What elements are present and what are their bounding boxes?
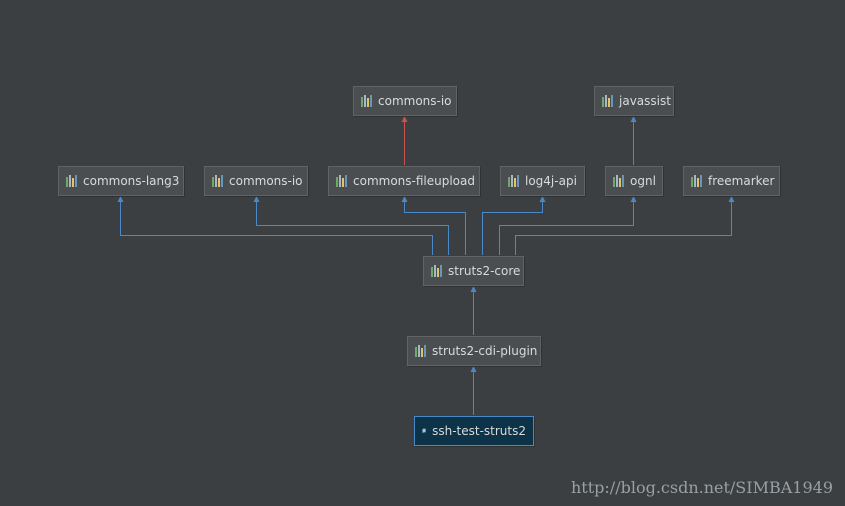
library-icon	[336, 175, 348, 187]
module-icon: m	[422, 428, 426, 434]
edge-core-to-fileupload	[404, 197, 466, 255]
node-javassist[interactable]: javassist	[594, 86, 674, 116]
arrowhead-core	[470, 286, 477, 292]
library-icon	[66, 175, 78, 187]
node-struts2-core[interactable]: struts2-core	[423, 256, 524, 286]
node-ssh-test-struts2[interactable]: m ssh-test-struts2	[414, 416, 534, 446]
edge-core-to-lang3	[120, 197, 433, 255]
node-label: ognl	[630, 174, 656, 188]
arrowhead-lang3	[117, 196, 124, 202]
node-label: struts2-cdi-plugin	[432, 344, 538, 358]
node-label: commons-io	[378, 94, 452, 108]
node-label: commons-fileupload	[353, 174, 475, 188]
arrowhead-freemarker	[728, 196, 735, 202]
node-label: javassist	[619, 94, 671, 108]
library-icon	[415, 345, 427, 357]
node-label: ssh-test-struts2	[432, 424, 526, 438]
watermark: http://blog.csdn.net/SIMBA1949	[571, 478, 833, 497]
node-commons-fileupload[interactable]: commons-fileupload	[328, 166, 480, 196]
edge-core-to-io	[256, 197, 449, 255]
arrowhead-io-conflict	[401, 116, 408, 122]
arrowhead-io	[253, 196, 260, 202]
svg-text:m: m	[423, 430, 426, 434]
library-icon	[613, 175, 625, 187]
library-icon	[361, 95, 373, 107]
node-label: freemarker	[708, 174, 775, 188]
node-label: log4j-api	[525, 174, 577, 188]
library-icon	[212, 175, 224, 187]
arrowhead-javassist	[630, 116, 637, 122]
library-icon	[508, 175, 520, 187]
node-commons-lang3[interactable]: commons-lang3	[58, 166, 184, 196]
node-log4j-api[interactable]: log4j-api	[500, 166, 585, 196]
edge-core-to-freemarker	[515, 197, 732, 255]
node-ognl[interactable]: ognl	[605, 166, 663, 196]
node-commons-io-top[interactable]: commons-io	[353, 86, 457, 116]
arrowhead-ognl	[630, 196, 637, 202]
node-freemarker[interactable]: freemarker	[683, 166, 780, 196]
node-label: commons-lang3	[83, 174, 180, 188]
arrowhead-log4j	[539, 196, 546, 202]
edge-core-to-ognl	[499, 197, 634, 255]
node-struts2-cdi-plugin[interactable]: struts2-cdi-plugin	[407, 336, 541, 366]
edge-core-to-log4j	[482, 197, 543, 255]
library-icon	[431, 265, 443, 277]
node-commons-io[interactable]: commons-io	[204, 166, 308, 196]
arrowhead-cdi	[470, 366, 477, 372]
library-icon	[602, 95, 614, 107]
node-label: struts2-core	[448, 264, 521, 278]
node-label: commons-io	[229, 174, 303, 188]
arrowhead-fileupload	[401, 196, 408, 202]
library-icon	[691, 175, 703, 187]
